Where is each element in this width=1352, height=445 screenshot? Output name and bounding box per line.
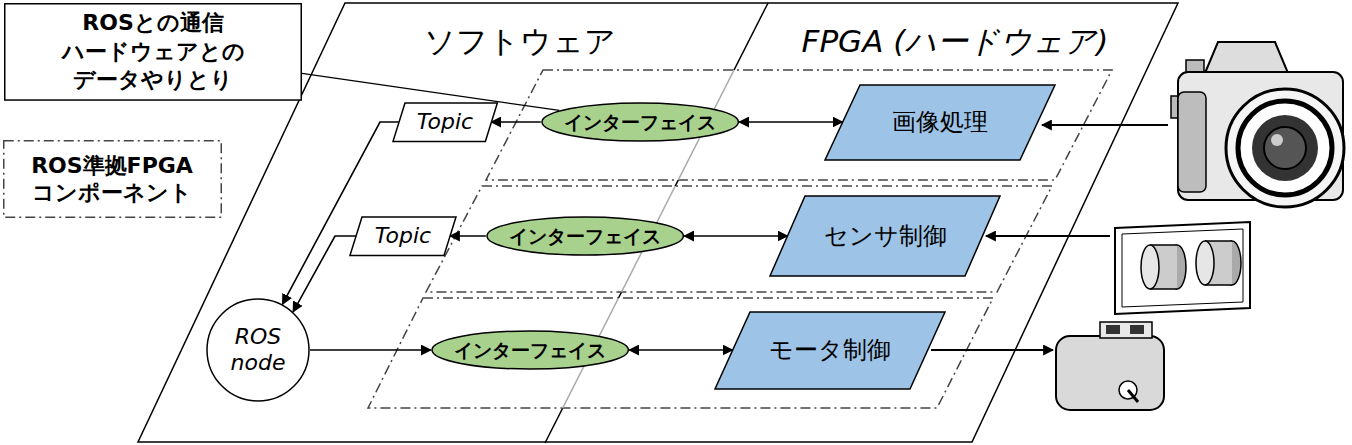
sensor-plate — [1122, 229, 1243, 307]
node-label: Topic — [375, 223, 431, 249]
connector-arrow — [310, 349, 431, 351]
camera-lens-highlight — [1271, 134, 1283, 146]
node-label: ROS準拠FPGA コンポーネント — [20, 152, 205, 207]
interface-ellipse-outline — [542, 103, 738, 141]
component-band — [426, 186, 1052, 292]
signal-arrow — [986, 235, 1110, 237]
camera-grip — [1178, 92, 1206, 192]
signal-arrow — [931, 349, 1053, 351]
node-label: インターフェイス — [509, 225, 661, 248]
ros-node-circle-outline — [207, 299, 309, 401]
interface-ellipse-outline — [487, 217, 683, 255]
node-label: ROSとの通信 ハードウェアとの データやりとり — [48, 9, 258, 95]
sensor-cylinder — [1196, 241, 1214, 285]
topic-box: Topic — [393, 103, 497, 141]
topic-box-outline — [350, 217, 456, 255]
connector-arrow — [491, 121, 541, 123]
interface-ellipse: インターフェイス — [541, 102, 739, 142]
signal-arrow — [1042, 124, 1168, 126]
connector-arrow — [293, 236, 356, 312]
component-band — [486, 70, 1112, 180]
node-label: ソフトウェア — [424, 23, 616, 60]
sensor-plate — [1115, 222, 1250, 314]
legend-box: ROS準拠FPGA コンポーネント — [3, 140, 222, 218]
sensor-cylinder — [1150, 244, 1177, 246]
camera-hump — [1205, 42, 1288, 73]
interface-ellipse: インターフェイス — [486, 216, 684, 256]
node-label: ROS node — [223, 324, 293, 377]
interface-ellipse: インターフェイス — [431, 330, 629, 370]
node-label: FPGA (ハードウェア) — [802, 23, 1109, 60]
camera-lens — [1264, 127, 1306, 169]
process-box: モータ制御 — [715, 312, 945, 389]
connector-arrow — [629, 349, 732, 351]
component-bands — [368, 70, 1112, 408]
process-box-outline — [825, 85, 1055, 160]
node-label: インターフェイス — [454, 339, 606, 362]
sensor-cylinder — [1150, 288, 1177, 290]
sensor-cylinder — [1141, 245, 1159, 289]
motor-shaft — [1128, 390, 1138, 402]
interface-ellipse-outline — [432, 331, 628, 369]
motor-body — [1056, 336, 1164, 410]
sensor-illustration — [1115, 222, 1250, 314]
camera-lens — [1226, 89, 1344, 207]
ros-node-circle: ROS node — [206, 298, 310, 402]
node-label: Topic — [417, 109, 473, 135]
legend-box-outline — [3, 140, 222, 218]
motor-terminal — [1100, 322, 1152, 338]
topic-box: Topic — [350, 217, 456, 255]
sensor-cylinder — [1205, 284, 1232, 286]
process-box: センサ制御 — [770, 196, 1000, 276]
connector-arrow — [283, 122, 399, 304]
process-box: 画像処理 — [825, 85, 1055, 160]
camera-illustration — [1171, 42, 1344, 207]
node-label: モータ制御 — [769, 336, 891, 365]
motor-terminal — [1130, 325, 1144, 334]
component-band — [368, 298, 993, 408]
camera-body — [1178, 72, 1343, 200]
process-box-outline — [715, 312, 945, 389]
node-label: 画像処理 — [892, 108, 988, 137]
camera-lens — [1252, 115, 1318, 181]
callout-box-outline — [5, 4, 302, 100]
motor-illustration — [1056, 322, 1164, 410]
topic-box-outline — [393, 103, 497, 141]
connector-arrow — [739, 121, 842, 123]
node-label: インターフェイス — [564, 111, 716, 134]
callout-box: ROSとの通信 ハードウェアとの データやりとり — [4, 3, 302, 101]
legend-box-outline — [3, 141, 221, 218]
connector-arrow — [684, 235, 787, 237]
process-box-outline — [770, 196, 1000, 276]
connector-arrow — [450, 235, 486, 237]
camera-lens — [1238, 101, 1332, 195]
sensor-cylinder — [1205, 240, 1232, 242]
motor-terminal — [1106, 325, 1120, 334]
node-label: センサ制御 — [824, 222, 947, 251]
